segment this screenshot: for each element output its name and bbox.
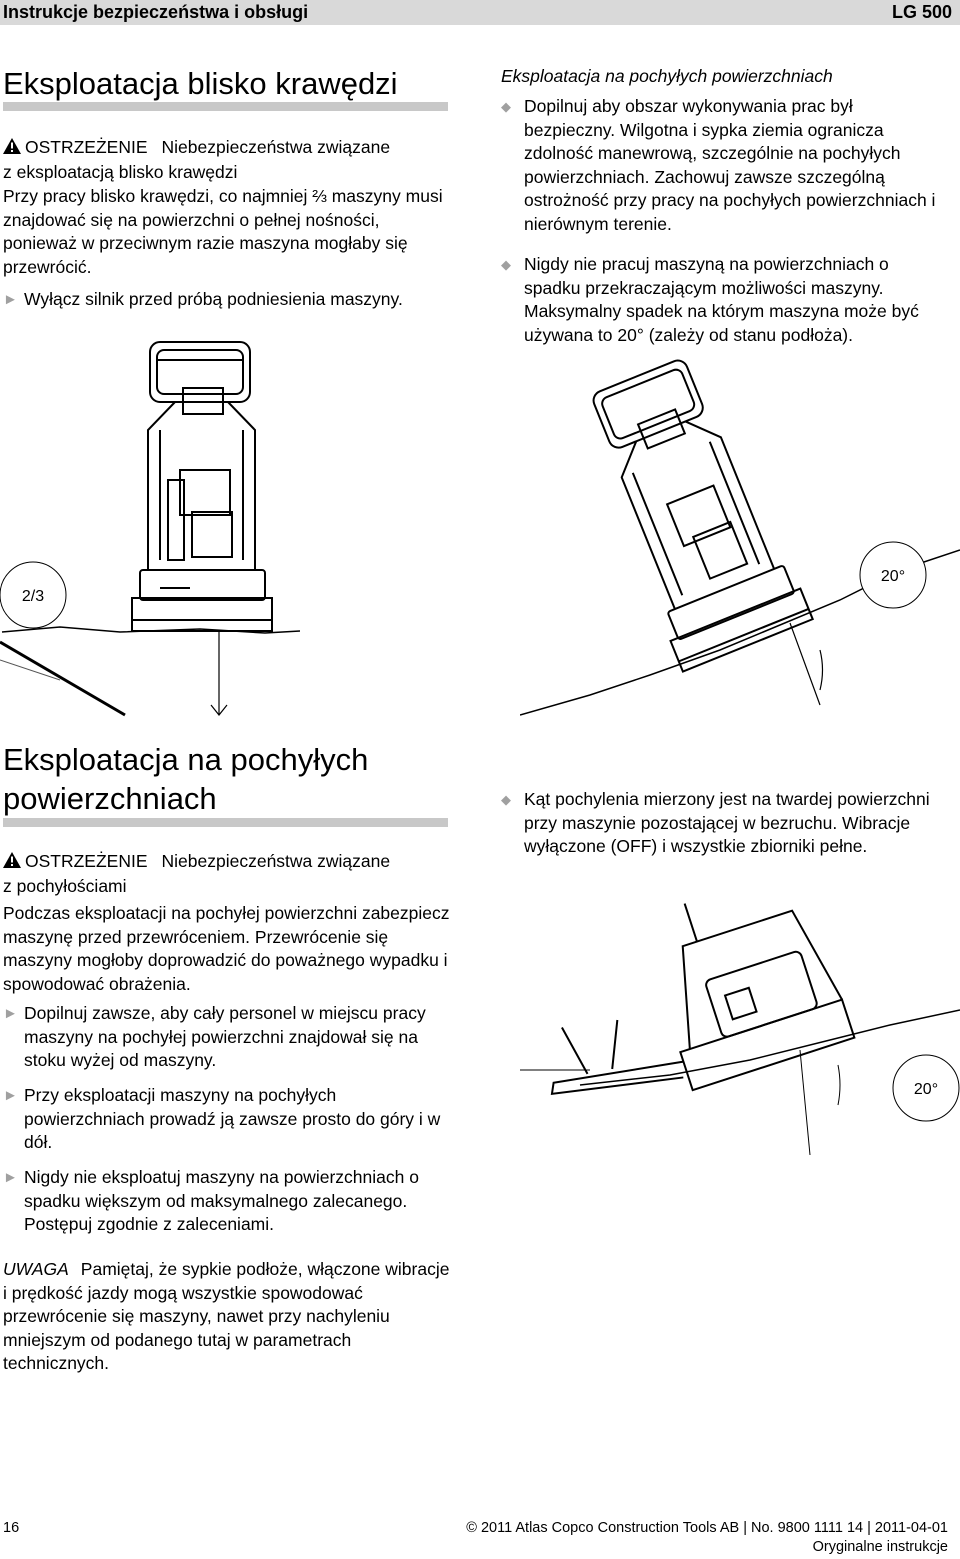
diamond-bullet-icon: ◆ — [501, 792, 511, 807]
instruction-slope-3: ► Nigdy nie eksploatuj maszyny na powier… — [3, 1166, 453, 1237]
warning-triangle-icon — [3, 851, 21, 875]
arrow-icon: ► — [3, 1169, 18, 1186]
heading-rule — [3, 102, 448, 111]
instruction-slope-1-text: Dopilnuj zawsze, aby cały personel w mie… — [24, 1003, 426, 1070]
warning-text-edge: Przy pracy blisko krawędzi, co najmniej … — [3, 186, 443, 277]
diamond-bullet-icon: ◆ — [501, 99, 511, 114]
slope-figure: 20° — [520, 359, 960, 716]
instruction-text: Wyłącz silnik przed próbą podniesienia m… — [24, 289, 403, 309]
instruction-slope-3-text: Nigdy nie eksploatuj maszyny na powierzc… — [24, 1167, 419, 1234]
instruction-edge: ► Wyłącz silnik przed próbą podniesienia… — [3, 288, 453, 312]
note-text: Pamiętaj, że sypkie podłoże, włączone wi… — [3, 1259, 450, 1373]
angle-callout-bottom: 20° — [892, 1054, 960, 1122]
note-label: UWAGA — [3, 1259, 69, 1279]
side-slope-figure: 20° — [520, 903, 960, 1156]
section-heading-slope: Eksploatacja na pochyłych powierzchniach — [3, 740, 368, 818]
arrow-icon: ► — [3, 291, 18, 308]
edge-figure: 2/3 — [0, 341, 300, 717]
instruction-slope-2-text: Przy eksploatacji maszyny na pochyłych p… — [24, 1085, 441, 1152]
slope-subheading: Eksploatacja na pochyłych powierzchniach — [501, 66, 833, 86]
slope-bullet-1: ◆ Dopilnuj aby obszar wykonywania prac b… — [501, 95, 941, 236]
header-title: Instrukcje bezpieczeństwa i obsługi — [3, 2, 309, 22]
instruction-slope-1: ► Dopilnuj zawsze, aby cały personel w m… — [3, 1002, 453, 1073]
header-model: LG 500 — [891, 2, 952, 22]
two-thirds-callout: 2/3 — [0, 561, 67, 629]
warning-title-cont: z eksploatacją blisko krawędzi — [3, 161, 238, 182]
diamond-bullet-icon: ◆ — [501, 257, 511, 272]
footer-copyright: © 2011 Atlas Copco Construction Tools AB… — [466, 1520, 948, 1536]
warning-title: Niebezpieczeństwa związane — [161, 851, 391, 871]
warning-block-slope: OSTRZEŻENIE Niebezpieczeństwa związane z … — [3, 850, 453, 898]
angle-label-top: 20° — [881, 568, 905, 585]
slope-bullet-2-text: Nigdy nie pracuj maszyną na powierzchnia… — [524, 254, 919, 345]
angle-callout-top: 20° — [859, 541, 927, 609]
warning-label: OSTRZEŻENIE — [25, 851, 148, 871]
warning-text-slope: Podczas eksploatacji na pochyłej powierz… — [3, 903, 450, 994]
page-header: Instrukcje bezpieczeństwa i obsługi LG 5… — [0, 0, 960, 25]
warning-block-edge: OSTRZEŻENIE Niebezpieczeństwa związane z … — [3, 136, 453, 184]
section-heading-slope-line1: Eksploatacja na pochyłych — [3, 742, 369, 777]
footer-original: Oryginalne instrukcje — [812, 1539, 948, 1555]
slope-bullet-1-text: Dopilnuj aby obszar wykonywania prac był… — [524, 96, 936, 234]
section-heading-slope-line2: powierzchniach — [3, 781, 217, 816]
arrow-icon: ► — [3, 1087, 18, 1104]
measure-bullet: ◆ Kąt pochylenia mierzony jest na twarde… — [501, 788, 941, 859]
page-number: 16 — [3, 1520, 20, 1536]
measure-bullet-text: Kąt pochylenia mierzony jest na twardej … — [524, 789, 930, 856]
heading-rule — [3, 818, 448, 827]
warning-title: Niebezpieczeństwa związane — [161, 137, 391, 157]
warning-title-cont: z pochyłościami — [3, 875, 127, 896]
warning-triangle-icon — [3, 137, 21, 161]
slope-bullet-2: ◆ Nigdy nie pracuj maszyną na powierzchn… — [501, 253, 941, 347]
instruction-slope-2: ► Przy eksploatacji maszyny na pochyłych… — [3, 1084, 453, 1155]
warning-label: OSTRZEŻENIE — [25, 137, 148, 157]
two-thirds-label: 2/3 — [22, 588, 44, 605]
arrow-icon: ► — [3, 1005, 18, 1022]
angle-label-bottom: 20° — [914, 1081, 938, 1098]
section-heading-edge: Eksploatacja blisko krawędzi — [3, 66, 398, 101]
